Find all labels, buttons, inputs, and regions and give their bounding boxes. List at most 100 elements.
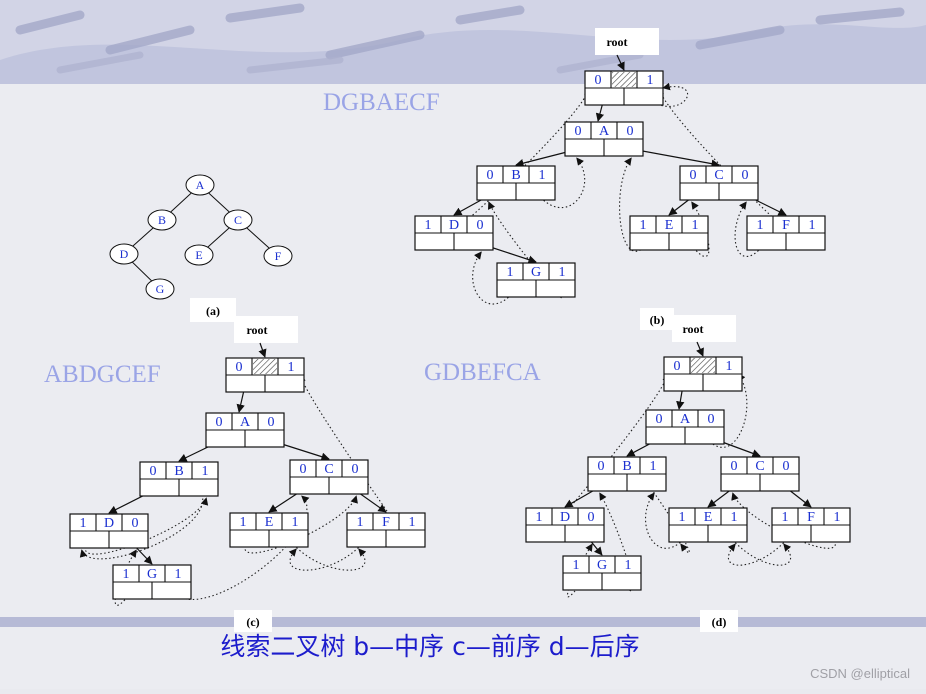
svg-text:D: D	[120, 247, 129, 261]
root-label-c: root	[234, 316, 298, 343]
ltag-value: 1	[640, 218, 647, 233]
ltag-value: 1	[782, 510, 789, 525]
ltag-value: 1	[80, 516, 87, 531]
rtag-value: 0	[708, 412, 715, 427]
root-label-d: root	[672, 315, 736, 342]
ltag-value: 0	[731, 459, 738, 474]
root-label-b: root	[595, 28, 659, 55]
ltag-value: 0	[150, 464, 157, 479]
rtag-value: 1	[175, 567, 182, 582]
node-f: 1 F 1	[746, 215, 826, 251]
preorder-sequence: ABDGCEF	[44, 361, 161, 388]
node-data-value: D	[560, 510, 570, 525]
tree-a-node-b: B	[147, 209, 177, 231]
svg-text:A: A	[196, 178, 205, 192]
rtag-value: 1	[409, 515, 416, 530]
node-data-value: C	[324, 462, 333, 477]
ltag-value: 1	[240, 515, 247, 530]
thread-b-to-e	[646, 482, 690, 554]
rtag-value: 1	[202, 464, 209, 479]
node-c: 0 C 0	[720, 456, 800, 492]
ltag-value: 0	[595, 73, 602, 88]
rtag-value: 0	[268, 415, 275, 430]
node-data-value: D	[104, 516, 114, 531]
tree-a-node-f: F	[263, 245, 293, 267]
svg-text:(d): (d)	[712, 615, 727, 629]
thread-b-to-d	[79, 487, 203, 560]
ltag-value: 1	[507, 265, 514, 280]
ltag-value: 1	[425, 218, 432, 233]
svg-text:B: B	[158, 213, 166, 227]
rtag-value: 1	[539, 168, 546, 183]
root-pointer-arrow	[258, 342, 267, 358]
ltag-value: 1	[536, 510, 543, 525]
rtag-value: 0	[352, 462, 359, 477]
rtag-value: 1	[650, 459, 657, 474]
svg-text:C: C	[234, 213, 242, 227]
thread-f-to-e	[288, 538, 367, 571]
rtag-value: 1	[834, 510, 841, 525]
decorative-banner	[0, 0, 926, 85]
binary-tree-a: A B C D E F G	[109, 174, 293, 300]
svg-text:(b): (b)	[650, 313, 665, 327]
ltag-value: 0	[598, 459, 605, 474]
caption-b: (b)	[640, 308, 674, 330]
thread-e-to-f	[288, 538, 367, 571]
rtag-value: 1	[731, 510, 738, 525]
tree-a-node-e: E	[184, 244, 214, 266]
node-data-value: A	[240, 415, 251, 430]
ltag-value: 0	[300, 462, 307, 477]
thread-b-to-a	[535, 157, 586, 209]
rtag-value: 0	[783, 459, 790, 474]
thread-g-to-b	[488, 201, 563, 299]
ltag-value: 1	[573, 558, 580, 573]
ltag-value: 0	[656, 412, 663, 427]
node-data-value: E	[265, 515, 274, 530]
rtag-value: 1	[292, 515, 299, 530]
tree-a-node-a: A	[185, 174, 215, 196]
svg-text:(c): (c)	[246, 615, 259, 629]
tree-a-node-d: D	[109, 243, 139, 265]
root-pointer-arrow	[616, 54, 625, 71]
thread-f-to-c	[734, 201, 767, 257]
node-data-value: C	[755, 459, 764, 474]
caption-a: (a)	[190, 298, 236, 322]
thread-g-to-d	[114, 549, 137, 606]
watermark: CSDN @elliptical	[810, 666, 910, 681]
node-data-value: B	[511, 168, 520, 183]
thread-e-to-c	[688, 201, 710, 257]
rtag-value: 1	[647, 73, 654, 88]
node-a: 0 A 0	[205, 412, 285, 448]
thread-g-to-d	[566, 543, 593, 598]
bottom-stripe	[0, 617, 926, 627]
ltag-value: 0	[575, 124, 582, 139]
tree-a-node-c: C	[223, 209, 253, 231]
svg-text:root: root	[682, 322, 703, 336]
rtag-value: 1	[559, 265, 566, 280]
rtag-value: 1	[809, 218, 816, 233]
svg-text:G: G	[156, 282, 165, 296]
node-data-value: G	[597, 558, 607, 573]
ltag-value: 0	[216, 415, 223, 430]
ltag-value: 1	[757, 218, 764, 233]
node-data-value: E	[665, 218, 674, 233]
rtag-value: 0	[588, 510, 595, 525]
node-data-value: F	[782, 218, 790, 233]
ltag-value: 0	[690, 168, 697, 183]
node-c: 0 C 0	[289, 459, 369, 495]
slide-title: 线索二叉树 b—中序 c—前序 d—后序	[220, 632, 639, 661]
tree-a-node-g: G	[145, 278, 175, 300]
